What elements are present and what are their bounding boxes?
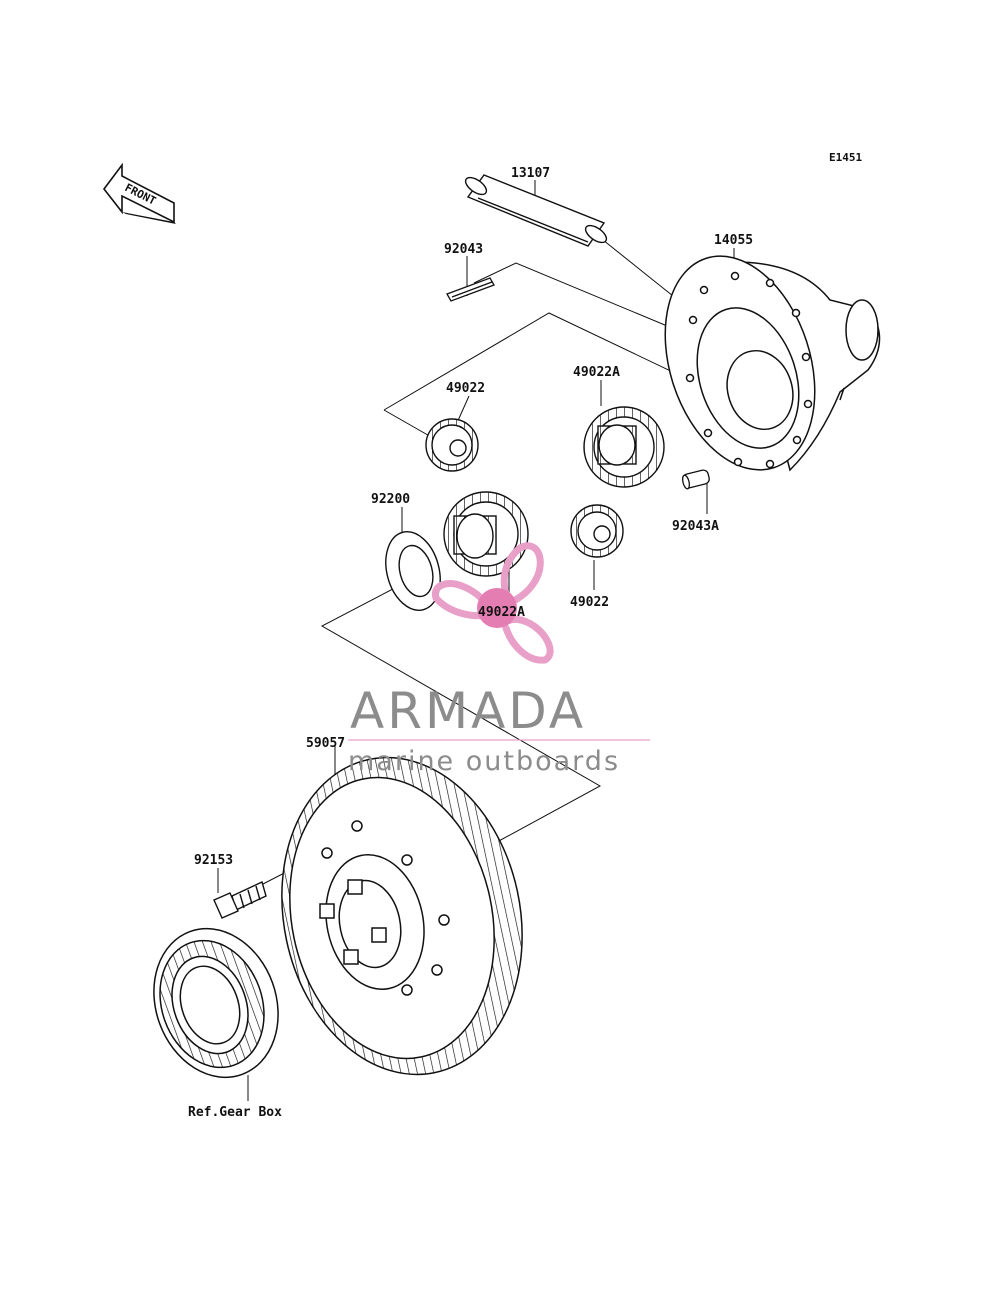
label-92153: 92153 bbox=[194, 853, 233, 868]
pinion-gear-49022-upper bbox=[425, 418, 479, 472]
side-gear-49022A-lower bbox=[443, 491, 529, 577]
washer-92200 bbox=[385, 531, 441, 611]
label-ref-gear-box: Ref.Gear Box bbox=[188, 1105, 282, 1120]
side-gear-49022A-upper bbox=[583, 406, 665, 488]
differential-case-14055 bbox=[664, 255, 881, 472]
front-arrow-icon: FRONT bbox=[102, 162, 176, 224]
diagram-code: E1451 bbox=[829, 151, 862, 164]
label-13107: 13107 bbox=[511, 166, 550, 181]
bolt-92153 bbox=[213, 881, 267, 919]
label-14055: 14055 bbox=[714, 233, 753, 248]
label-49022-lower: 49022 bbox=[570, 595, 609, 610]
watermark-dot bbox=[477, 588, 517, 628]
watermark-title: ARMADA bbox=[350, 682, 586, 740]
label-49022A-upper: 49022A bbox=[573, 365, 620, 380]
watermark-subtitle: marine outboards bbox=[348, 746, 620, 777]
label-92200: 92200 bbox=[371, 492, 410, 507]
label-49022-upper: 49022 bbox=[446, 381, 485, 396]
pinion-gear-49022-lower bbox=[570, 504, 624, 558]
pin-92043A bbox=[681, 469, 710, 490]
label-92043: 92043 bbox=[444, 242, 483, 257]
shaft-13107 bbox=[464, 174, 608, 247]
label-92043A: 92043A bbox=[672, 519, 719, 534]
armada-watermark: ARMADA marine outboards bbox=[348, 542, 650, 777]
ring-gear-59057 bbox=[281, 756, 523, 1076]
pin-92043 bbox=[446, 277, 495, 302]
label-59057: 59057 bbox=[306, 736, 345, 751]
label-49022A-lower: 49022A bbox=[478, 605, 525, 620]
bearing-ref-gear-box bbox=[153, 927, 279, 1079]
